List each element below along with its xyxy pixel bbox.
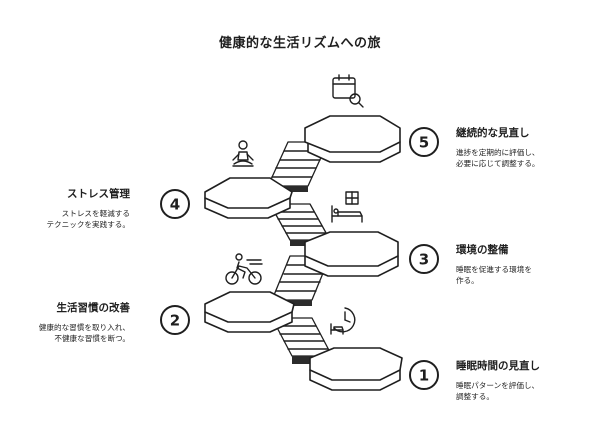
svg-text:2: 2: [170, 312, 180, 330]
meditation-icon: [232, 140, 254, 167]
landing-1: [309, 347, 403, 391]
step-5-label: 継続的な見直し 進捗を定期的に評価し、 必要に応じて調整する。: [456, 125, 540, 169]
step-3-heading: 環境の整備: [456, 244, 509, 256]
step-1-heading: 睡眠時間の見直し: [456, 360, 540, 372]
step-2-description: 健康的な習慣を取り入れ、 不健康な習慣を断つ。: [38, 323, 130, 343]
step-5-badge: 5: [409, 127, 439, 157]
step-5-heading: 継続的な見直し: [456, 127, 530, 139]
diagram-title: 健康的な生活リズムへの旅: [218, 36, 381, 51]
svg-text:5: 5: [419, 134, 429, 152]
step-4-label: ストレス管理 ストレスを軽減する テクニックを実践する。: [46, 186, 130, 230]
step-4-badge: 4: [160, 189, 190, 219]
landing-5: [304, 115, 401, 163]
step-3-label: 環境の整備 睡眠を促進する環境を 作る。: [456, 242, 532, 286]
step-1-label: 睡眠時間の見直し 睡眠パターンを評価し、 調整する。: [456, 358, 540, 402]
step-1-badge: 1: [409, 360, 439, 390]
step-1-description: 睡眠パターンを評価し、 調整する。: [456, 381, 540, 401]
landing-4: [204, 177, 293, 219]
step-3-description: 睡眠を促進する環境を 作る。: [456, 265, 532, 285]
landing-3: [304, 231, 399, 277]
landing-2: [204, 291, 295, 333]
cyclist-icon: [225, 253, 263, 285]
step-4-description: ストレスを軽減する テクニックを実践する。: [46, 209, 130, 229]
step-2-badge: 2: [160, 305, 190, 335]
svg-text:3: 3: [419, 251, 429, 269]
calendar-search-icon: [332, 74, 364, 108]
step-5-description: 進捗を定期的に評価し、 必要に応じて調整する。: [456, 148, 540, 168]
step-2-label: 生活習慣の改善 健康的な習慣を取り入れ、 不健康な習慣を断つ。: [39, 300, 130, 344]
step-2-heading: 生活習慣の改善: [56, 302, 131, 314]
svg-text:4: 4: [170, 196, 180, 214]
svg-text:1: 1: [419, 367, 429, 385]
bedroom-icon: [331, 191, 363, 223]
step-4-heading: ストレス管理: [67, 188, 130, 200]
bed-clock-icon: [330, 307, 356, 335]
step-3-badge: 3: [409, 244, 439, 274]
